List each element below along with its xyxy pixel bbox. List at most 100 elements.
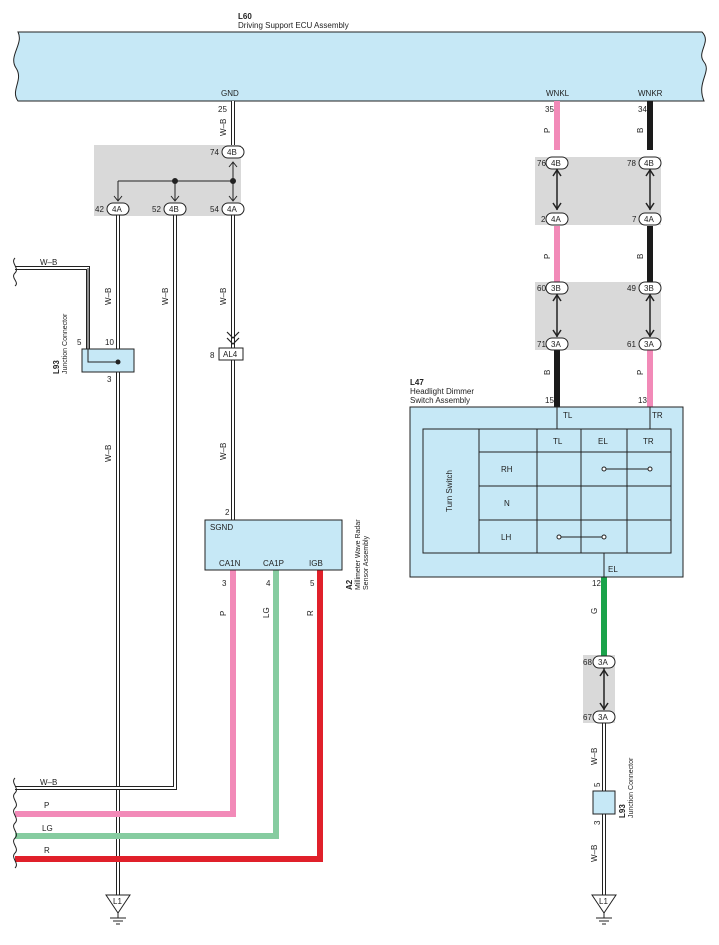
connector-4b-52: 4B [163,202,187,216]
radar-terminal-sgnd: SGND [210,523,233,532]
svg-text:4A: 4A [227,205,237,214]
turn-switch-title: Turn Switch [445,470,454,512]
svg-text:3B: 3B [551,284,561,293]
radar-name-line1: Millimeter Wave Radar [355,519,362,590]
svg-text:3: 3 [107,375,112,384]
svg-text:3A: 3A [598,658,608,667]
radar-sensor-box [204,519,343,571]
colored-wires [15,101,653,862]
switch-internal-links [556,407,651,577]
svg-text:8: 8 [210,351,215,360]
wire-color-labels: W–B W–B W–B W–B W–B W–B W–B W–B W–B W–B … [40,119,645,862]
ground-symbol-left: L1 [105,894,131,925]
junction-right-code: L93 [618,804,627,818]
svg-text:4B: 4B [551,159,561,168]
junction-left-link [87,268,118,363]
connector-3a-61: 3A [638,337,662,351]
svg-text:W–B: W–B [219,443,228,460]
svg-text:W–B: W–B [40,778,57,787]
svg-text:34: 34 [638,105,647,114]
svg-text:L1: L1 [599,897,608,906]
panel-links [552,168,655,711]
connector-3a-71: 3A [545,337,569,351]
connector-3a-68: 3A [592,655,616,669]
junction-connector-right [592,790,616,815]
svg-text:5: 5 [77,338,82,347]
svg-text:25: 25 [218,105,227,114]
svg-text:68: 68 [583,658,592,667]
svg-text:4A: 4A [112,205,122,214]
junction-left-code: L93 [52,360,61,374]
col-header-tr: TR [643,437,654,446]
harness-break-marks [13,257,17,869]
svg-text:13: 13 [638,396,647,405]
svg-text:W–B: W–B [161,288,170,305]
terminal-pin-numbers: 25 35 34 10 5 3 8 2 15 13 12 3 4 5 5 3 [77,105,647,825]
svg-text:B: B [636,128,645,133]
svg-text:W–B: W–B [104,288,113,305]
svg-text:42: 42 [95,205,104,214]
svg-text:R: R [306,610,315,616]
switch-box [409,406,684,578]
svg-text:7: 7 [632,215,637,224]
radar-code: A2 [345,579,354,590]
svg-text:4B: 4B [644,159,654,168]
svg-text:P: P [636,370,645,375]
connector-3a-67: 3A [592,710,616,724]
row-label-lh: LH [501,533,511,542]
svg-text:W–B: W–B [40,258,57,267]
svg-text:2: 2 [225,508,230,517]
svg-text:LG: LG [262,607,271,618]
turn-switch-table [422,428,672,554]
switch-code: L47 [410,378,424,387]
svg-text:3: 3 [222,579,227,588]
svg-text:B: B [543,370,552,375]
svg-text:71: 71 [537,340,546,349]
svg-text:54: 54 [210,205,219,214]
svg-text:W–B: W–B [104,445,113,462]
ecu-box [13,31,707,102]
junction-left-dot [115,359,121,365]
svg-text:3B: 3B [644,284,654,293]
ecu-terminal-wnkl: WNKL [546,89,570,98]
switch-terminal-tl: TL [563,411,573,420]
switch-continuity-marks [556,466,653,540]
connector-4a-2: 4A [545,212,569,226]
radar-name-line2: Sensor Assembly [363,535,370,590]
col-header-tl: TL [553,437,563,446]
connector-4b-76: 4B [545,156,569,170]
svg-text:4A: 4A [551,215,561,224]
radar-terminal-ca1n: CA1N [219,559,241,568]
svg-text:3A: 3A [551,340,561,349]
row-label-n: N [504,499,510,508]
connector-pin-numbers: 74 42 52 54 76 78 2 7 60 49 71 61 68 67 [95,148,637,722]
connector-pills: 4B 4A 4B 4A 4B 4B 4A 4A 3B 3B 3A 3A 3A 3… [106,145,662,724]
junction-left-name: Junction Connector [62,313,69,374]
junction-connector-left [81,348,135,373]
svg-text:P: P [543,128,552,133]
ecu-terminal-wnkr: WNKR [638,89,663,98]
svg-text:5: 5 [593,782,602,787]
svg-text:4: 4 [266,579,271,588]
row-label-rh: RH [501,465,513,474]
svg-text:P: P [44,801,49,810]
svg-text:5: 5 [310,579,315,588]
svg-text:AL4: AL4 [223,350,238,359]
junction-right-name: Junction Connector [628,757,635,818]
switch-terminal-el: EL [608,565,618,574]
radar-terminal-igb: IGB [309,559,323,568]
ecu-code: L60 [238,12,252,21]
connector-al4: AL4 [218,331,244,361]
connector-3b-60: 3B [545,281,569,295]
svg-text:3: 3 [593,820,602,825]
svg-text:4B: 4B [169,205,179,214]
svg-text:W–B: W–B [590,748,599,765]
svg-text:4B: 4B [227,148,237,157]
switch-name-line2: Switch Assembly [410,396,470,405]
svg-text:LG: LG [42,824,53,833]
svg-text:L1: L1 [113,897,122,906]
svg-text:W–B: W–B [219,119,228,136]
ecu-name: Driving Support ECU Assembly [238,21,349,30]
svg-text:15: 15 [545,396,554,405]
